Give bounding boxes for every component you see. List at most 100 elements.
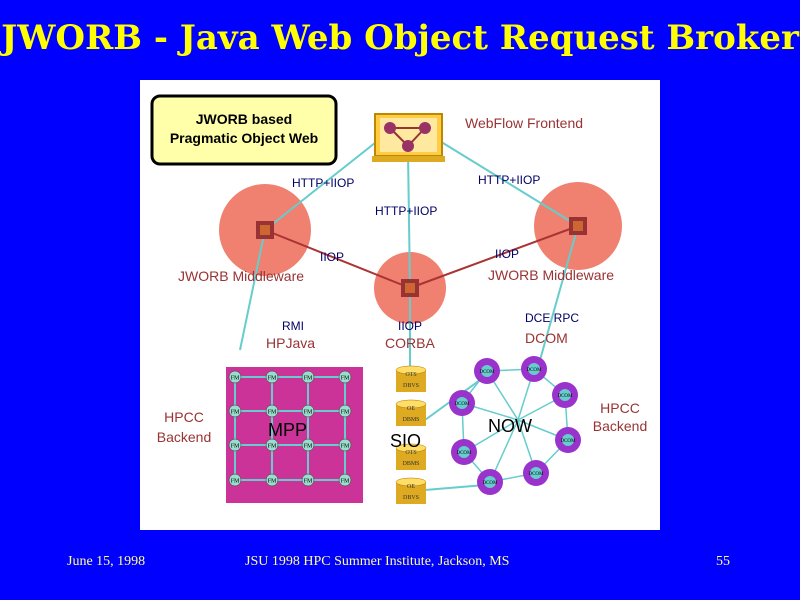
slide-title: JWORB - Java Web Object Request Broker: [1, 18, 799, 58]
mpp-node: [301, 438, 315, 452]
mpp-node-label: FM: [304, 376, 313, 382]
mpp-node: [265, 404, 279, 418]
now-node-core: [484, 476, 496, 488]
sio-disk-top: [395, 477, 427, 487]
mpp-node: [301, 370, 315, 384]
now-node-core: [530, 467, 542, 479]
hpcc-backend-left-line-1: HPCC: [164, 409, 204, 425]
sio-disk-top: [395, 399, 427, 409]
sio-disk-label: OE: [407, 406, 415, 412]
iiop-left-label: IIOP: [320, 250, 344, 264]
now-node-label: DCOM: [526, 368, 542, 373]
mpp-grid: FM FM FM FM FM FM FM FM FM FM FM FM FM FM FM FM: [226, 367, 363, 503]
mpp-node: [301, 473, 315, 487]
mpp-node: [338, 438, 352, 452]
jworb-middleware-right-label: JWORB Middleware: [488, 267, 614, 283]
legend-box: [150, 94, 338, 166]
mpp-node-label: FM: [304, 479, 313, 485]
legend-line-1: JWORB based: [196, 111, 292, 127]
footer-page-number: 55: [716, 554, 730, 569]
sio-disk-top: [395, 365, 427, 375]
mpp-node-label: FM: [268, 376, 277, 382]
hpcc-backend-right-line-2: Backend: [593, 418, 647, 434]
sio-disk-label: OTS: [405, 372, 416, 378]
sio-disk: [396, 448, 426, 470]
sio-disk: [396, 404, 426, 426]
sio-disk-label: OE: [407, 484, 415, 490]
now-node-core: [458, 446, 470, 458]
iiop-center-label: IIOP: [398, 319, 422, 333]
mpp-label: MPP: [268, 420, 307, 440]
footer-event: JSU 1998 HPC Summer Institute, Jackson, …: [245, 554, 510, 569]
mpp-node: [301, 404, 315, 418]
diagram-canvas: JWORB based Pragmatic Object Web WebFlow…: [150, 94, 647, 504]
now-node-label: DCOM: [528, 472, 544, 477]
mpp-node: [265, 370, 279, 384]
now-node-label: DCOM: [557, 394, 573, 399]
hpjava-label: HPJava: [266, 335, 315, 351]
mpp-node-label: FM: [268, 444, 277, 450]
now-node-core: [528, 363, 540, 375]
sio-disk-label: OTS: [405, 450, 416, 456]
mpp-node: [265, 473, 279, 487]
iiop-connections: [264, 225, 579, 289]
http-iiop-left-label: HTTP+IIOP: [292, 176, 354, 190]
now-node-label: DCOM: [482, 481, 498, 486]
sio-disk-label: DBVS: [403, 383, 419, 389]
now-node-core: [456, 397, 468, 409]
iiop-right-label: IIOP: [495, 247, 519, 261]
rmi-label: RMI: [282, 319, 304, 333]
mpp-node: [228, 404, 242, 418]
dce-rpc-label: DCE RPC: [525, 311, 579, 325]
footer-date: June 15, 1998: [67, 554, 146, 569]
mpp-node-label: FM: [341, 376, 350, 382]
mpp-node-label: FM: [231, 376, 240, 382]
mpp-node: [228, 473, 242, 487]
sio-disk-label: DBVS: [403, 495, 419, 501]
mpp-node: [338, 370, 352, 384]
jworb-middleware-left-label: JWORB Middleware: [178, 268, 304, 284]
sio-disk: [396, 482, 426, 504]
mpp-node-label: FM: [341, 479, 350, 485]
mpp-node-label: FM: [231, 444, 240, 450]
hpcc-backend-left-line-2: Backend: [157, 429, 211, 445]
now-node-core: [559, 389, 571, 401]
sio-disk: [396, 370, 426, 392]
sio-disk-top: [395, 443, 427, 453]
dcom-label: DCOM: [525, 330, 568, 346]
legend-line-2: Pragmatic Object Web: [170, 130, 318, 146]
now-node-label: DCOM: [560, 439, 576, 444]
middleware-node-markers: [256, 217, 587, 297]
mpp-node-label: FM: [304, 410, 313, 416]
mpp-node-label: FM: [341, 444, 350, 450]
mpp-node-label: FM: [231, 410, 240, 416]
now-node-label: DCOM: [456, 451, 472, 456]
mpp-node-label: FM: [268, 479, 277, 485]
now-node-core: [481, 365, 493, 377]
webflow-frontend-label: WebFlow Frontend: [465, 115, 583, 131]
mpp-node: [228, 438, 242, 452]
architecture-diagram: JWORB based Pragmatic Object Web WebFlow…: [140, 80, 660, 530]
webflow-frontend-icon: [372, 113, 445, 162]
hpcc-backend-right-line-1: HPCC: [600, 400, 640, 416]
now-ring: DCOM DCOM DCOM DCOM DCOM DCOM DCOM DCOM: [449, 356, 581, 495]
sio-disk-label: DBMS: [402, 461, 419, 467]
http-iiop-center-label: HTTP+IIOP: [375, 204, 437, 218]
now-node-label: DCOM: [479, 370, 495, 375]
mpp-node-label: FM: [341, 410, 350, 416]
now-node-core: [562, 434, 574, 446]
mpp-node: [228, 370, 242, 384]
sio-disk-stack: OTS DBVS OE DBMS OTS DBMS OE DBVS: [395, 365, 427, 504]
mpp-node: [265, 438, 279, 452]
now-node-label: DCOM: [454, 402, 470, 407]
mpp-node: [338, 404, 352, 418]
sio-label: SIO: [390, 431, 421, 451]
now-label: NOW: [488, 416, 532, 436]
sio-disk-label: DBMS: [402, 417, 419, 423]
http-iiop-right-label: HTTP+IIOP: [478, 173, 540, 187]
corba-label: CORBA: [385, 335, 435, 351]
mpp-node: [338, 473, 352, 487]
mpp-node-label: FM: [268, 410, 277, 416]
mpp-node-label: FM: [304, 444, 313, 450]
mpp-node-label: FM: [231, 479, 240, 485]
